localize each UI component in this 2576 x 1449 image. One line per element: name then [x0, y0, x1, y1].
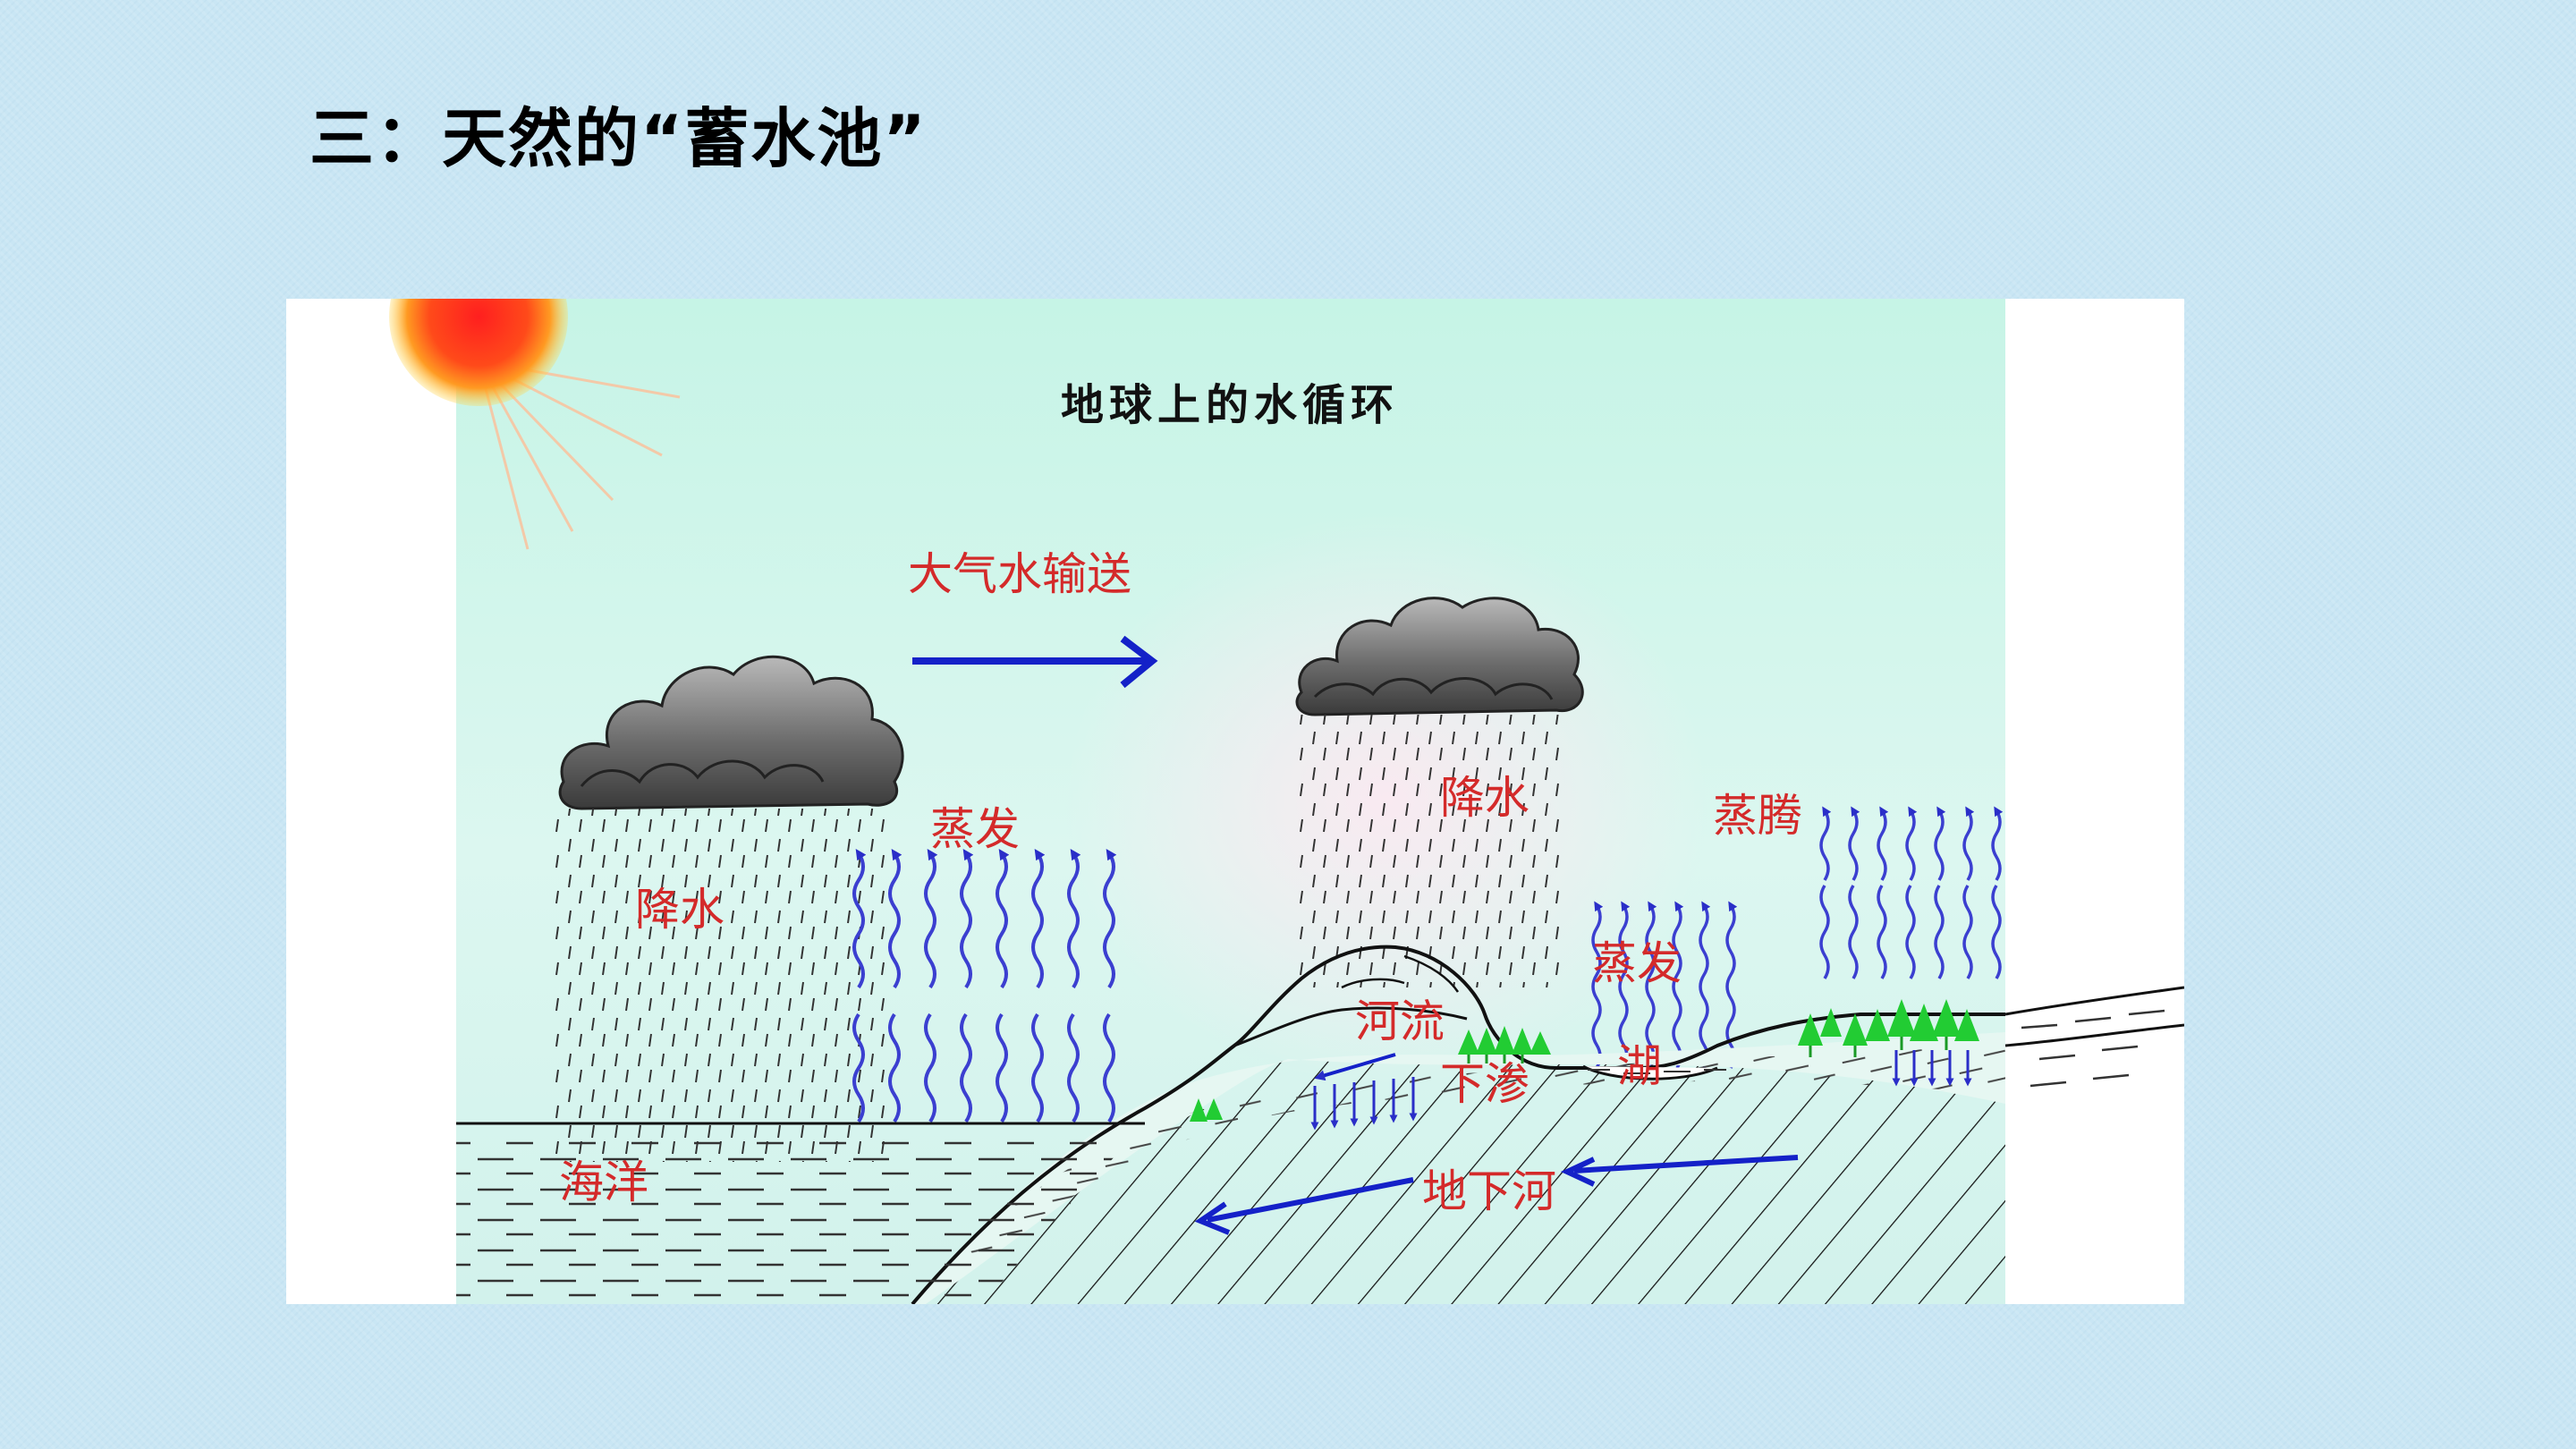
diagram-title: 地球上的水循环	[1061, 380, 1399, 430]
label-infiltration: 下渗	[1440, 1058, 1530, 1110]
label-river: 河流	[1355, 996, 1445, 1047]
label-transpiration: 蒸腾	[1713, 790, 1802, 842]
terrain-extension-dashes	[2021, 1011, 2165, 1086]
label-precipitation-ocean: 降水	[635, 884, 724, 936]
label-precipitation-land: 降水	[1440, 772, 1530, 824]
label-ocean: 海洋	[559, 1157, 648, 1208]
label-evaporation-lake: 蒸发	[1592, 937, 1682, 989]
label-evaporation-ocean: 蒸发	[930, 803, 1020, 855]
water-cycle-diagram: 地球上的水循环 大气水输送 降水 蒸发	[286, 299, 2184, 1304]
terrain-extension	[2005, 987, 2184, 1046]
label-atmospheric-transport: 大气水输送	[908, 548, 1131, 600]
slide-title: 三：天然的“蓄水池”	[309, 86, 928, 180]
water-cycle-figure: 地球上的水循环 大气水输送 降水 蒸发	[286, 299, 2184, 1304]
rain-ocean	[555, 809, 886, 1162]
label-lake: 湖	[1617, 1040, 1662, 1092]
label-underground-river: 地下河	[1422, 1165, 1556, 1217]
rain-land	[1292, 715, 1561, 987]
